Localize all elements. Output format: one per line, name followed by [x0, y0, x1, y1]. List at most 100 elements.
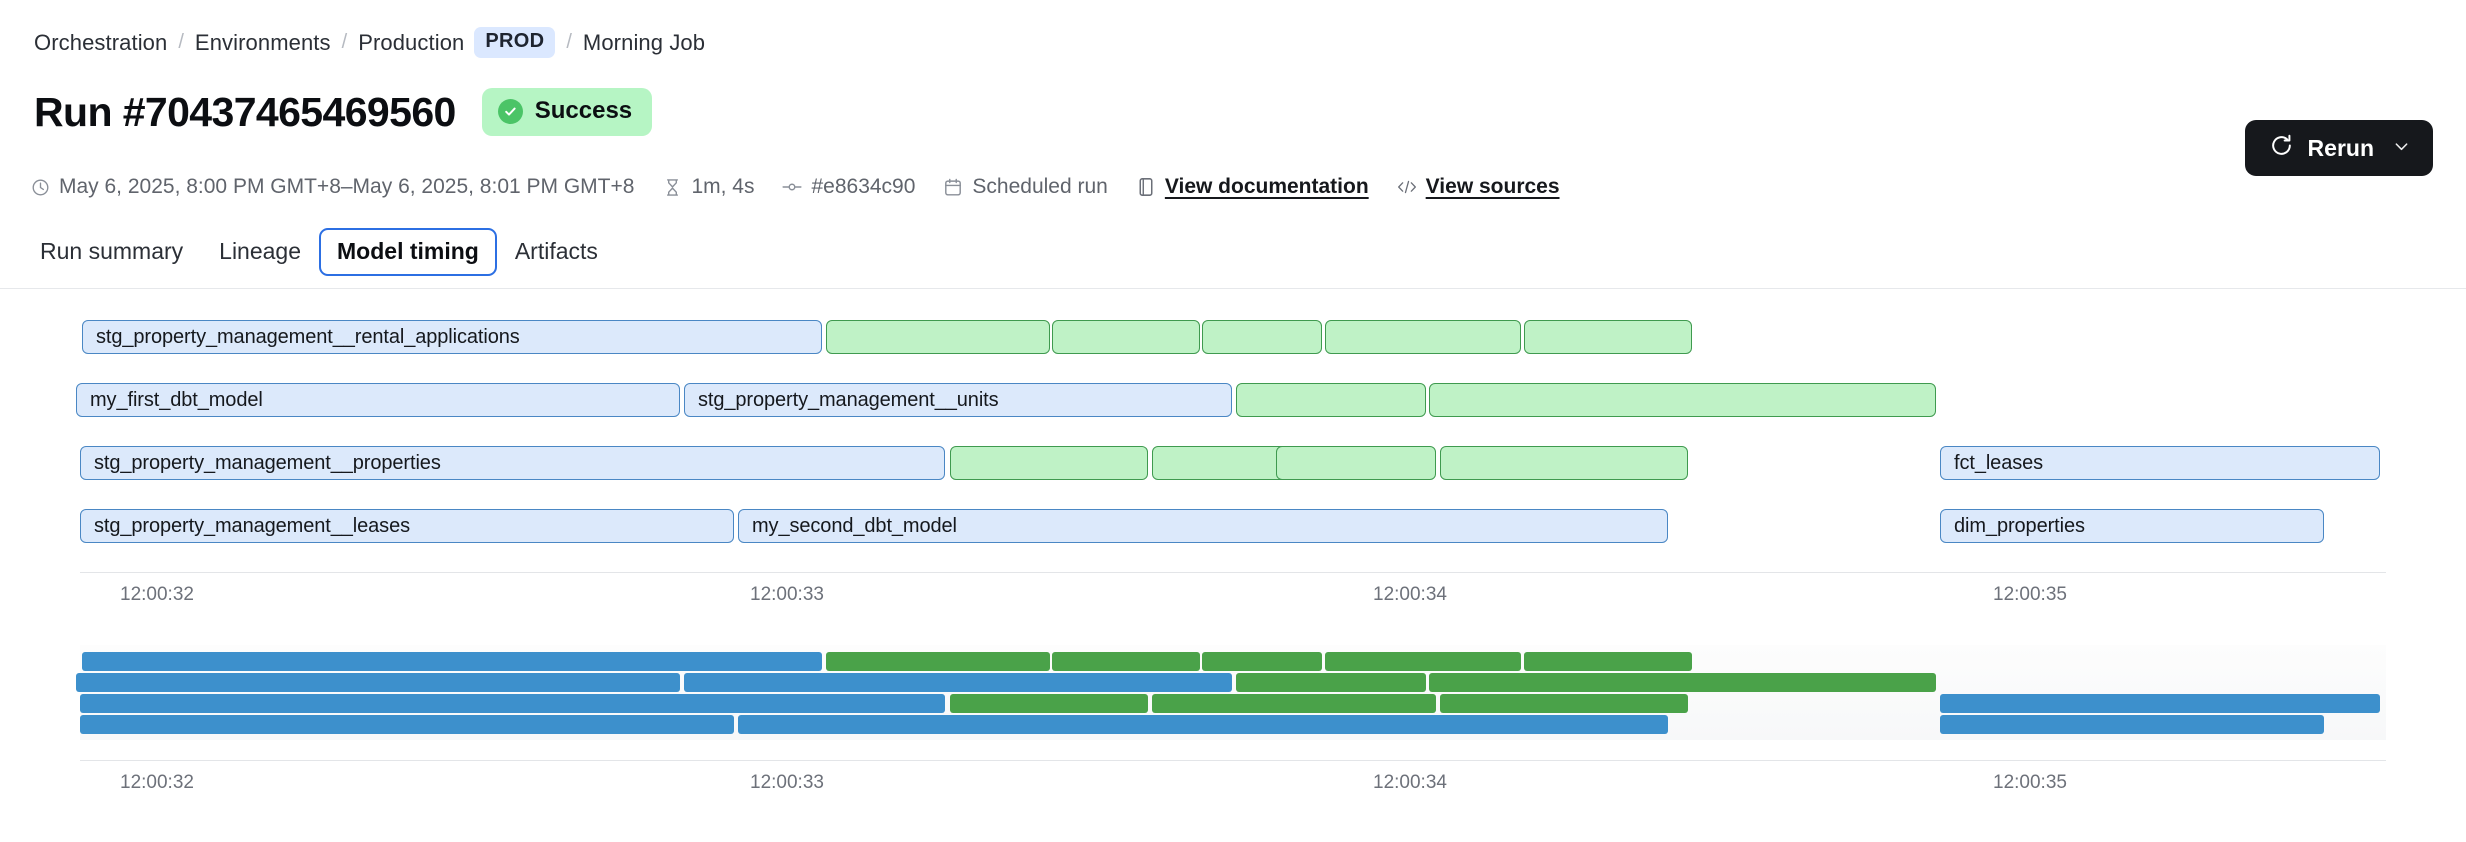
overview-bar[interactable] [76, 673, 680, 692]
gantt-bar-label: fct_leases [1954, 451, 2044, 474]
refresh-icon [2269, 133, 2294, 164]
axis-line [80, 760, 2386, 761]
meta-documentation[interactable]: View documentation [1136, 175, 1369, 199]
meta-trigger: Scheduled run [943, 175, 1108, 199]
axis-tick-label: 12:00:33 [750, 584, 824, 605]
gantt-bar-stg_property_management__properties[interactable]: stg_property_management__properties [80, 446, 945, 480]
clock-icon [30, 176, 50, 198]
gantt-bar-stg_property_management__rental_applications[interactable]: stg_property_management__rental_applicat… [82, 320, 822, 354]
gantt-bar-test[interactable] [1276, 446, 1436, 480]
breadcrumb-item-production[interactable]: Production [358, 29, 465, 55]
overview-bar[interactable] [1276, 694, 1436, 713]
title-row: Run #70437465469560 Success [34, 88, 653, 136]
gantt-bar-dim_properties[interactable]: dim_properties [1940, 509, 2324, 543]
status-badge-label: Success [534, 97, 633, 124]
chevron-down-icon[interactable] [2392, 135, 2411, 162]
gantt-bar-test[interactable] [1325, 320, 1521, 354]
calendar-icon [943, 176, 963, 198]
axis-tick-label: 12:00:32 [120, 584, 194, 605]
breadcrumb-separator: / [341, 31, 348, 53]
gantt-bar-stg_property_management__leases[interactable]: stg_property_management__leases [80, 509, 734, 543]
gantt-bar-label: stg_property_management__rental_applicat… [96, 325, 520, 348]
gantt-row: stg_property_management__rental_applicat… [0, 320, 2466, 354]
rerun-button-label: Rerun [2307, 134, 2374, 161]
tab-run-summary[interactable]: Run summary [40, 238, 184, 264]
breadcrumb-item-morning-job[interactable]: Morning Job [582, 29, 706, 55]
gantt-bar-test[interactable] [1524, 320, 1692, 354]
meta-timerange: May 6, 2025, 8:00 PM GMT+8–May 6, 2025, … [30, 175, 634, 199]
gantt-bar-test[interactable] [1429, 383, 1936, 417]
gantt-bar-my_first_dbt_model[interactable]: my_first_dbt_model [76, 383, 680, 417]
gantt-bar-label: my_first_dbt_model [90, 388, 263, 411]
overview-bar[interactable] [950, 694, 1148, 713]
run-meta-row: May 6, 2025, 8:00 PM GMT+8–May 6, 2025, … [30, 175, 1588, 199]
overview-bar[interactable] [1524, 652, 1692, 671]
gantt-bar-test[interactable] [1202, 320, 1322, 354]
tab-bar: Run summary Lineage Model timing Artifac… [22, 228, 616, 276]
overview-bar[interactable] [1052, 652, 1200, 671]
check-circle-icon [497, 98, 523, 124]
overview-bar[interactable] [1202, 652, 1322, 671]
model-timing-overview[interactable] [0, 645, 2466, 755]
breadcrumb-badge-prod: PROD [474, 27, 556, 58]
gantt-bar-my_second_dbt_model[interactable]: my_second_dbt_model [738, 509, 1668, 543]
breadcrumb-separator: / [566, 31, 572, 53]
code-icon [1397, 176, 1417, 198]
overview-bar[interactable] [1440, 694, 1688, 713]
meta-commit-label: #e8634c90 [811, 175, 916, 198]
overview-bar[interactable] [1325, 652, 1521, 671]
gantt-bar-test[interactable] [1152, 446, 1292, 480]
gantt-row: my_first_dbt_model stg_property_managemen… [0, 383, 2466, 417]
axis-tick-label: 12:00:32 [120, 772, 194, 793]
axis-tick-label: 12:00:33 [750, 772, 824, 793]
overview-bar[interactable] [738, 715, 1668, 734]
overview-row [0, 694, 2466, 713]
gantt-bar-label: my_second_dbt_model [752, 514, 957, 537]
overview-bar[interactable] [80, 694, 945, 713]
gantt-bar-stg_property_management__units[interactable]: stg_property_management__units [684, 383, 1232, 417]
overview-bar[interactable] [1429, 673, 1936, 692]
gantt-bar-test[interactable] [1236, 383, 1426, 417]
view-sources-link[interactable]: View sources [1425, 175, 1560, 198]
overview-row [0, 652, 2466, 671]
breadcrumb-item-orchestration[interactable]: Orchestration [34, 29, 168, 55]
gantt-bar-label: stg_property_management__units [698, 388, 999, 411]
tab-model-timing[interactable]: Model timing [319, 228, 497, 276]
overview-bar[interactable] [80, 715, 734, 734]
breadcrumb-item-environments[interactable]: Environments [194, 29, 331, 55]
tab-artifacts[interactable]: Artifacts [514, 238, 598, 264]
tab-divider [0, 288, 2466, 289]
overview-bar[interactable] [826, 652, 1050, 671]
model-timing-gantt[interactable]: stg_property_management__rental_applicat… [0, 320, 2466, 580]
view-documentation-link[interactable]: View documentation [1164, 175, 1369, 198]
gantt-bar-test[interactable] [1440, 446, 1688, 480]
tab-lineage[interactable]: Lineage [219, 238, 302, 264]
gantt-row: stg_property_management__leases my_second… [0, 509, 2466, 543]
meta-duration-label: 1m, 4s [691, 175, 755, 198]
meta-commit: #e8634c90 [782, 175, 915, 199]
gantt-bar-fct_leases[interactable]: fct_leases [1940, 446, 2380, 480]
overview-bar[interactable] [684, 673, 1232, 692]
gantt-row: stg_property_management__properties fct_l… [0, 446, 2466, 480]
rerun-button[interactable]: Rerun [2244, 120, 2433, 176]
overview-bar[interactable] [1236, 673, 1426, 692]
overview-bar[interactable] [1152, 694, 1292, 713]
overview-bar[interactable] [82, 652, 822, 671]
meta-sources[interactable]: View sources [1397, 175, 1560, 199]
breadcrumb: Orchestration / Environments / Productio… [34, 27, 705, 58]
book-icon [1136, 176, 1156, 198]
meta-timerange-label: May 6, 2025, 8:00 PM GMT+8–May 6, 2025, … [59, 175, 635, 198]
git-commit-icon [782, 176, 803, 198]
overview-bar[interactable] [1940, 715, 2324, 734]
gantt-bar-test[interactable] [1052, 320, 1200, 354]
axis-tick-label: 12:00:34 [1373, 772, 1447, 793]
axis-tick-label: 12:00:35 [1993, 772, 2067, 793]
meta-trigger-label: Scheduled run [972, 175, 1108, 198]
overview-bar[interactable] [1940, 694, 2380, 713]
breadcrumb-separator: / [178, 31, 184, 53]
gantt-bar-test[interactable] [950, 446, 1148, 480]
gantt-bar-test[interactable] [826, 320, 1050, 354]
gantt-bar-label: stg_property_management__leases [94, 514, 410, 537]
axis-tick-label: 12:00:34 [1373, 584, 1447, 605]
